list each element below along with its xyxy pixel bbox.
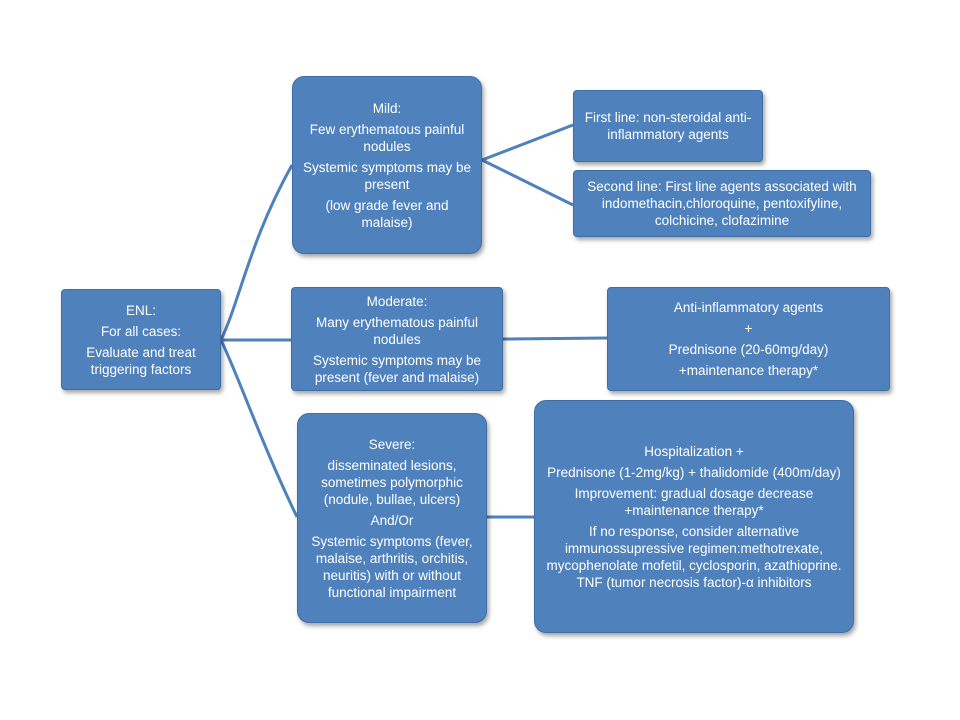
moderate-systemic: Systemic symptoms may be present (fever … <box>312 352 482 385</box>
severe-treatment-box: Hospitalization + Prednisone (1-2mg/kg) … <box>534 400 854 633</box>
severe-box: Severe: disseminated lesions, sometimes … <box>297 413 487 623</box>
mild-second-line-box: Second line: First line agents associate… <box>573 170 871 237</box>
severe-treatment-no-response: If no response, consider alternative imm… <box>546 523 842 590</box>
severe-systemic: Systemic symptoms (fever, malaise, arthr… <box>311 533 473 600</box>
enl-root-box: ENL: For all cases: Evaluate and treat t… <box>61 289 221 390</box>
connector-moderate-treatment <box>502 336 608 341</box>
moderate-treatment-box: Anti-inflammatory agents + Prednisone (2… <box>607 287 890 391</box>
connector-root-severe <box>219 339 299 518</box>
enl-evaluate: Evaluate and treat triggering factors <box>86 344 196 377</box>
severe-treatment-improvement: Improvement: gradual dosage decrease +ma… <box>574 485 814 518</box>
mild-systemic: Systemic symptoms may be present <box>302 159 472 192</box>
moderate-treatment-plus: + <box>744 321 753 336</box>
moderate-treatment-prednisone: Prednisone (20-60mg/day) <box>668 342 829 357</box>
moderate-treatment-maintenance: +maintenance therapy* <box>678 363 819 378</box>
moderate-treatment-antiinflammatory: Anti-inflammatory agents <box>673 300 824 315</box>
mild-fever: (low grade fever and malaise) <box>325 197 449 230</box>
mild-first-line-text: First line: non-steroidal anti-inflammat… <box>584 110 752 142</box>
mild-nodules: Few erythematous painful nodules <box>309 121 465 154</box>
moderate-title: Moderate: <box>366 293 428 309</box>
severe-title: Severe: <box>368 436 416 452</box>
enl-title: ENL: <box>125 302 156 318</box>
enl-all-cases: For all cases: <box>100 323 182 339</box>
mild-title: Mild: <box>372 100 402 116</box>
severe-and-or: And/Or <box>370 512 414 528</box>
connector-root-mild <box>219 164 294 341</box>
moderate-nodules: Many erythematous painful nodules <box>315 314 479 347</box>
severe-lesions: disseminated lesions, sometimes polymorp… <box>321 457 463 507</box>
connector-mild-second-line <box>481 158 574 207</box>
severe-treatment-prednisone: Prednisone (1-2mg/kg) + thalidomide (400… <box>547 464 841 480</box>
severe-treatment-hospitalization: Hospitalization + <box>644 443 744 459</box>
moderate-box: Moderate: Many erythematous painful nodu… <box>291 287 503 391</box>
mild-second-line-text: Second line: First line agents associate… <box>587 179 857 228</box>
connector-mild-first-line <box>481 123 574 162</box>
mild-box: Mild: Few erythematous painful nodules S… <box>292 76 482 254</box>
mild-first-line-box: First line: non-steroidal anti-inflammat… <box>573 90 763 162</box>
